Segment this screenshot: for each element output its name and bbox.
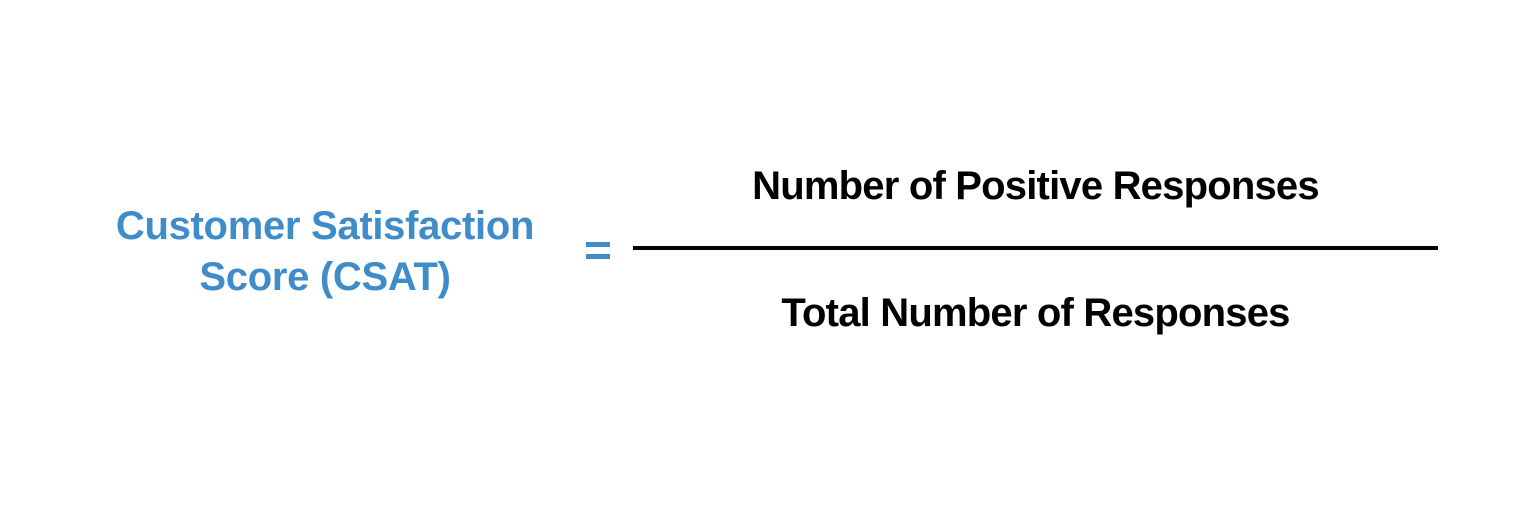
equals-bar-top <box>586 242 610 247</box>
lhs-line-2: Score (CSAT) <box>199 255 451 299</box>
equals-bar-bottom <box>586 254 610 259</box>
equals-sign <box>586 240 610 262</box>
formula-lhs: Customer Satisfaction Score (CSAT) <box>60 201 590 303</box>
denominator: Total Number of Responses <box>781 291 1290 335</box>
numerator: Number of Positive Responses <box>752 164 1319 208</box>
lhs-line-1: Customer Satisfaction <box>115 204 535 248</box>
fraction-bar <box>633 246 1438 250</box>
